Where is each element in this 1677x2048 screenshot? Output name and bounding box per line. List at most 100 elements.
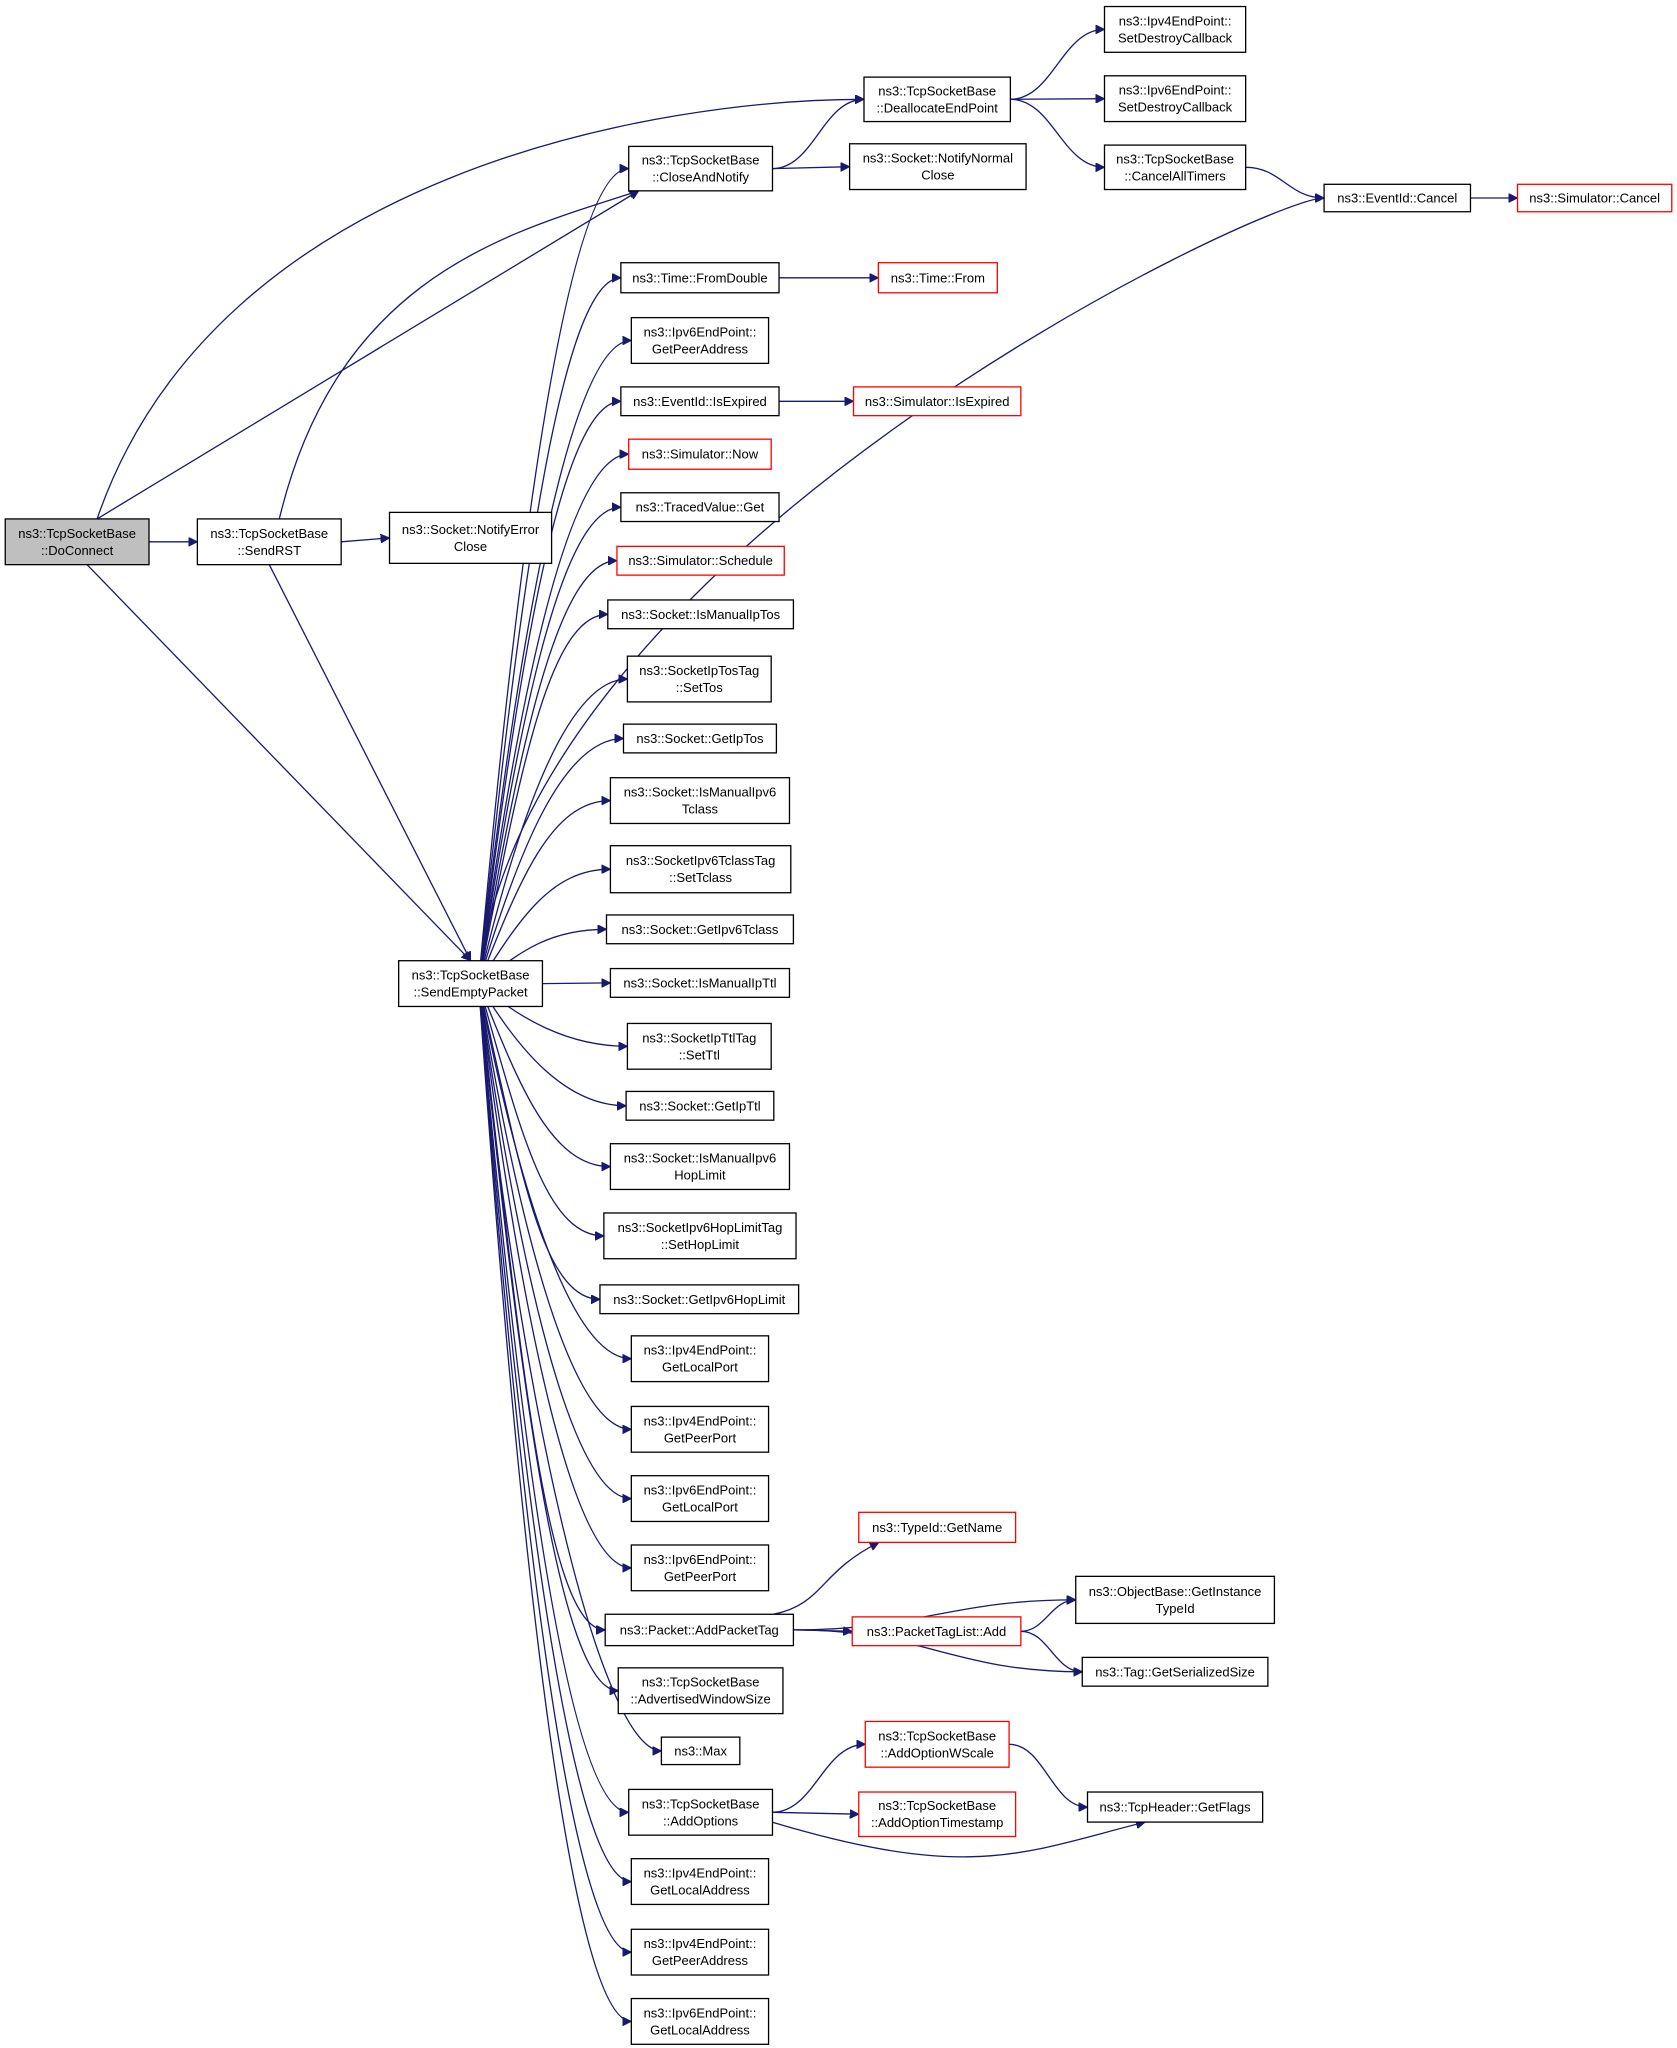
node-tracedget[interactable]: ns3::TracedValue::Get	[620, 492, 780, 523]
node-dealloc[interactable]: ns3::TcpSocketBase::DeallocateEndPoint	[863, 76, 1012, 123]
node-setttl[interactable]: ns3::SocketIpTtlTag::SetTtl	[626, 1022, 772, 1070]
node-box	[630, 1544, 770, 1592]
edge-arrow	[1020, 1600, 1076, 1632]
edge-arrow	[1245, 166, 1324, 198]
node-getflags[interactable]: ns3::TcpHeader::GetFlags	[1086, 1791, 1264, 1823]
node-label: GetPeerAddress	[652, 1953, 749, 1968]
node-ismanualiptos[interactable]: ns3::Socket::IsManualIpTos	[607, 599, 795, 630]
node-box	[4, 518, 150, 566]
node-sethoplimit[interactable]: ns3::SocketIpv6HopLimitTag::SetHopLimit	[603, 1212, 797, 1260]
edge-arrow	[477, 169, 629, 984]
node-timestamp[interactable]: ns3::TcpSocketBase::AddOptionTimestamp	[858, 1791, 1017, 1838]
node-v4destroy[interactable]: ns3::Ipv4EndPoint::SetDestroyCallback	[1103, 5, 1247, 53]
node-simschedule[interactable]: ns3::Simulator::Schedule	[616, 545, 785, 576]
node-label: ns3::TcpSocketBase	[18, 526, 136, 541]
node-label: ns3::Time::From	[891, 270, 985, 285]
node-addoptions[interactable]: ns3::TcpSocketBase::AddOptions	[628, 1788, 774, 1836]
node-box	[864, 1720, 1010, 1768]
node-v6localport[interactable]: ns3::Ipv6EndPoint::GetLocalPort	[630, 1475, 770, 1523]
node-getipttl[interactable]: ns3::Socket::GetIpTtl	[625, 1090, 775, 1121]
node-typeidname[interactable]: ns3::TypeId::GetName	[858, 1511, 1017, 1544]
node-label: ::SetTtl	[679, 1047, 720, 1062]
node-label: ns3::Simulator::IsExpired	[865, 394, 1010, 409]
node-advwindow[interactable]: ns3::TcpSocketBase::AdvertisedWindowSize	[617, 1667, 784, 1715]
node-addpackettag[interactable]: ns3::Packet::AddPacketTag	[604, 1613, 795, 1647]
node-label: ns3::Ipv4EndPoint::	[644, 1866, 757, 1881]
edge-arrow	[477, 983, 632, 1499]
node-label: ::SendEmptyPacket	[413, 985, 528, 1000]
node-label: ns3::Socket::NotifyNormal	[863, 151, 1013, 166]
node-label: ns3::Ipv6EndPoint::	[644, 2005, 757, 2020]
node-box	[852, 386, 1022, 417]
node-label: ::DeallocateEndPoint	[876, 100, 998, 115]
node-label: ns3::Time::FromDouble	[632, 270, 767, 285]
node-ismanualttl[interactable]: ns3::Socket::IsManualIpTtl	[609, 967, 791, 998]
node-label: SetDestroyCallback	[1118, 100, 1233, 115]
node-v6localaddr[interactable]: ns3::Ipv6EndPoint::GetLocalAddress	[630, 1997, 770, 2045]
node-doconnect[interactable]: ns3::TcpSocketBase::DoConnect	[4, 518, 150, 566]
edge-addpackettag-to-getinstance	[793, 1600, 1075, 1631]
node-settclass[interactable]: ns3::SocketIpv6TclassTag::SetTclass	[609, 845, 792, 894]
edge-arrow	[477, 278, 621, 984]
node-sendrst[interactable]: ns3::TcpSocketBase::SendRST	[196, 518, 342, 566]
node-label: ns3::Simulator::Cancel	[1529, 191, 1660, 206]
edge-doconnect-to-sendempty	[86, 564, 471, 961]
edge-sendempty-to-isexpired	[477, 401, 621, 984]
node-label: ns3::Ipv4EndPoint::	[644, 1343, 757, 1358]
node-box	[1075, 1575, 1276, 1625]
node-taglistadd[interactable]: ns3::PacketTagList::Add	[851, 1616, 1022, 1647]
node-timefrom[interactable]: ns3::Time::From	[877, 262, 998, 294]
edge-sendempty-to-sethoplimit	[477, 983, 604, 1236]
node-label: ns3::Ipv6EndPoint::	[644, 1483, 757, 1498]
edge-sendrst-to-closenotify	[278, 191, 638, 520]
edge-addoptions-to-wscale	[772, 1744, 866, 1813]
edge-sendempty-to-v4peerport	[477, 983, 632, 1430]
node-box	[398, 960, 544, 1008]
node-gettclass[interactable]: ns3::Socket::GetIpv6Tclass	[605, 914, 795, 945]
node-label: ns3::TcpSocketBase	[642, 1796, 760, 1811]
node-label: ns3::TracedValue::Get	[636, 500, 765, 515]
node-wscale[interactable]: ns3::TcpSocketBase::AddOptionWScale	[864, 1720, 1010, 1768]
node-serializedsize[interactable]: ns3::Tag::GetSerializedSize	[1081, 1656, 1269, 1687]
node-closenotify[interactable]: ns3::TcpSocketBase::CloseAndNotify	[628, 145, 774, 192]
node-getiptos[interactable]: ns3::Socket::GetIpTos	[622, 723, 778, 754]
edge-sendempty-to-simschedule	[477, 561, 617, 984]
node-settos[interactable]: ns3::SocketIpTosTag::SetTos	[626, 655, 772, 703]
edge-sendempty-to-addoptions	[477, 983, 629, 1813]
node-box	[660, 1736, 741, 1766]
node-gethoplimit[interactable]: ns3::Socket::GetIpv6HopLimit	[599, 1284, 800, 1315]
node-v6peeraddr[interactable]: ns3::Ipv6EndPoint::GetPeerAddress	[630, 316, 770, 365]
node-isexpired[interactable]: ns3::EventId::IsExpired	[620, 386, 780, 417]
node-sendempty[interactable]: ns3::TcpSocketBase::SendEmptyPacket	[398, 960, 544, 1008]
node-box	[620, 492, 780, 523]
node-simisexpired[interactable]: ns3::Simulator::IsExpired	[852, 386, 1022, 417]
node-eventcancel[interactable]: ns3::EventId::Cancel	[1323, 183, 1472, 213]
node-simcancel[interactable]: ns3::Simulator::Cancel	[1516, 183, 1673, 213]
edge-arrow	[1020, 1630, 1083, 1672]
node-max[interactable]: ns3::Max	[660, 1736, 741, 1766]
node-v4peeraddr[interactable]: ns3::Ipv4EndPoint::GetPeerAddress	[630, 1928, 770, 1976]
node-v4localport[interactable]: ns3::Ipv4EndPoint::GetLocalPort	[630, 1335, 770, 1383]
node-label: ns3::Socket::GetIpTtl	[639, 1098, 760, 1113]
node-box	[851, 1616, 1022, 1647]
node-v4peerport[interactable]: ns3::Ipv4EndPoint::GetPeerPort	[630, 1405, 770, 1453]
edge-canceltimers-to-eventcancel	[1245, 166, 1324, 198]
edge-arrow	[477, 983, 606, 1630]
node-simnow[interactable]: ns3::Simulator::Now	[628, 438, 772, 470]
edge-sendempty-to-v6peerport	[477, 983, 632, 1568]
node-canceltimers[interactable]: ns3::TcpSocketBase::CancelAllTimers	[1103, 144, 1247, 191]
node-v6destroy[interactable]: ns3::Ipv6EndPoint::SetDestroyCallback	[1103, 75, 1247, 123]
edge-arrow	[477, 983, 632, 1953]
node-v6peerport[interactable]: ns3::Ipv6EndPoint::GetPeerPort	[630, 1544, 770, 1592]
node-fromdouble[interactable]: ns3::Time::FromDouble	[620, 262, 780, 294]
node-label: ::SetTclass	[669, 870, 732, 885]
node-v4localaddr[interactable]: ns3::Ipv4EndPoint::GetLocalAddress	[630, 1858, 770, 1906]
edge-arrow	[542, 983, 610, 984]
edge-arrow	[772, 1822, 1146, 1858]
